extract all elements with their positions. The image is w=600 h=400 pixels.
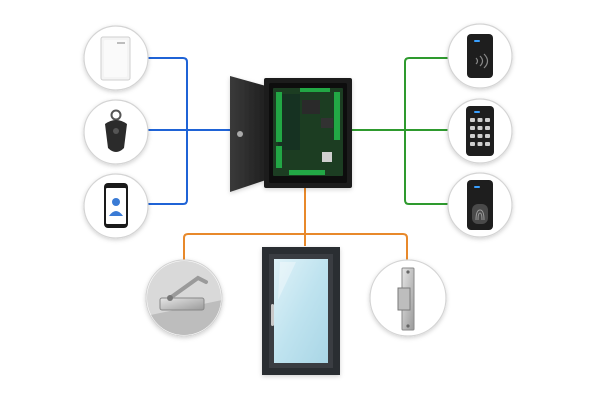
access-control-panel-icon <box>230 76 352 192</box>
key-fob-icon <box>83 99 149 165</box>
terminal-blocks <box>276 88 340 175</box>
bottom-connector-lines <box>183 188 408 262</box>
electric-strike-icon <box>369 259 447 337</box>
left-connector-lines <box>148 57 232 205</box>
keypad-keys <box>470 118 490 146</box>
fingerprint-reader-icon <box>447 172 513 238</box>
keypad-reader-icon <box>447 98 513 164</box>
glass-door-icon <box>262 247 340 375</box>
door-closer-icon <box>145 259 223 337</box>
smartphone-user-icon <box>83 173 149 239</box>
card-reader-panel-icon <box>83 25 149 91</box>
right-connector-lines <box>352 57 462 205</box>
rfid-reader-icon <box>447 23 513 89</box>
